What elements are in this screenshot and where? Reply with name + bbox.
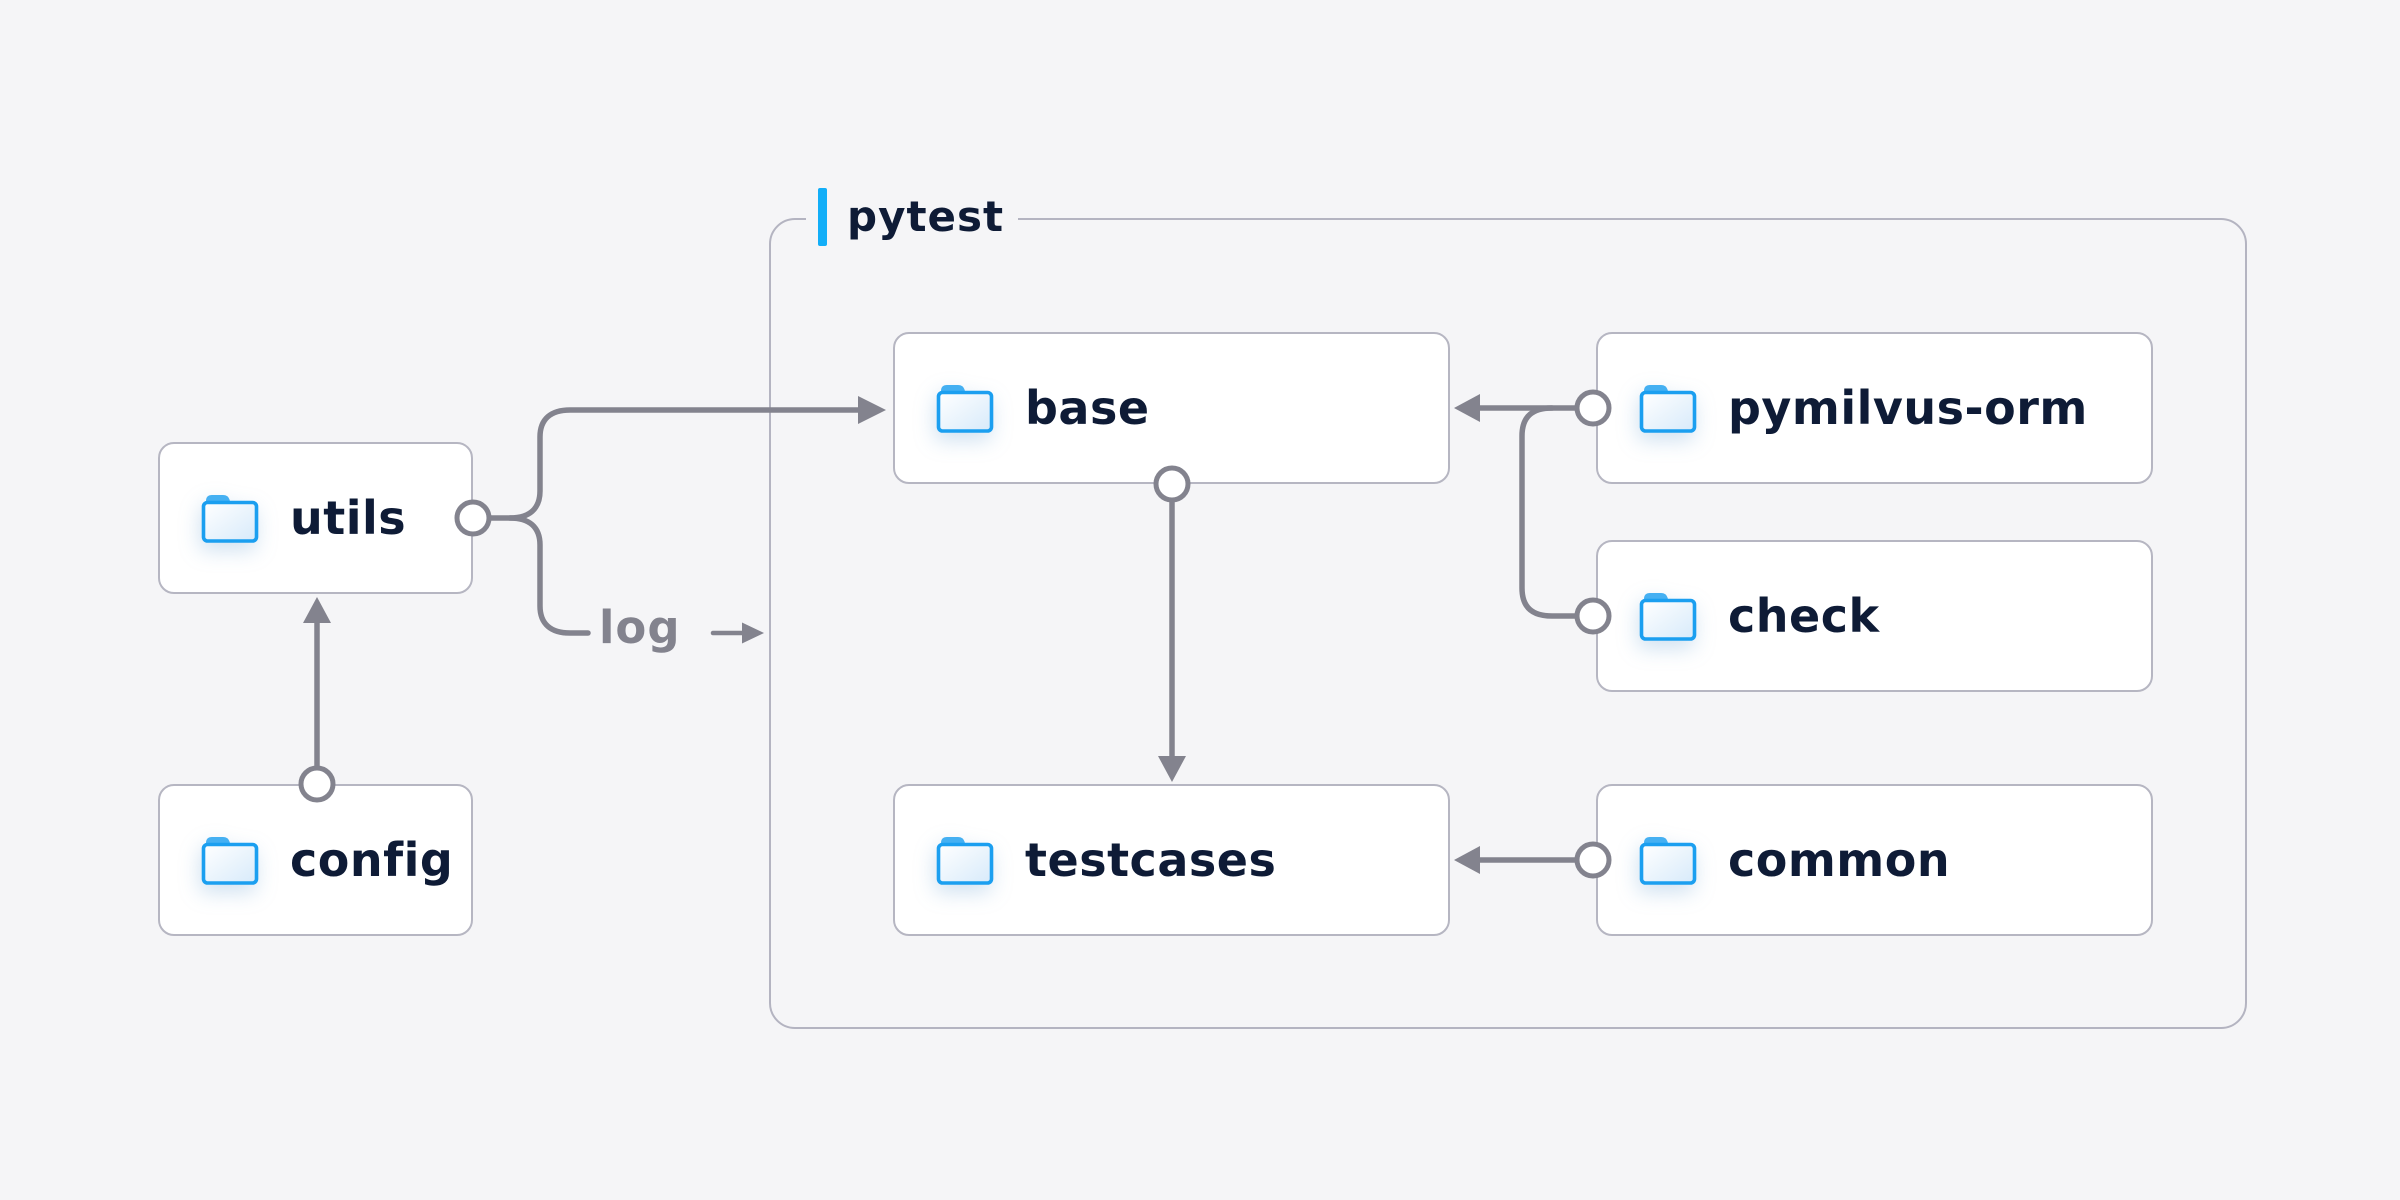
folder-icon (201, 837, 259, 885)
pytest-container-label: pytest (806, 186, 1019, 248)
folder-icon (1639, 593, 1697, 641)
edge-utils-to-log-line (507, 515, 591, 636)
node-utils: utils (158, 442, 473, 594)
node-check: check (1596, 540, 2153, 692)
folder-icon (936, 385, 994, 433)
pytest-container-label-text: pytest (847, 192, 1005, 241)
node-utils-label: utils (290, 491, 407, 545)
node-testcases-label: testcases (1025, 833, 1277, 887)
node-config: config (158, 784, 473, 936)
accent-bar (818, 188, 827, 246)
node-common-label: common (1728, 833, 1951, 887)
node-pymilvus-orm: pymilvus-orm (1596, 332, 2153, 484)
node-config-label: config (290, 833, 454, 887)
node-base: base (893, 332, 1450, 484)
folder-icon (1639, 837, 1697, 885)
edge-config-to-utils-arrowhead (303, 597, 331, 623)
node-testcases: testcases (893, 784, 1450, 936)
node-common: common (1596, 784, 2153, 936)
folder-icon (201, 495, 259, 543)
edge-label-log: log (599, 601, 681, 654)
log-arrowhead (742, 622, 764, 644)
folder-icon (936, 837, 994, 885)
pytest-container (769, 218, 2247, 1029)
node-pymilvus-orm-label: pymilvus-orm (1728, 381, 2088, 435)
node-base-label: base (1025, 381, 1150, 435)
folder-icon (1639, 385, 1697, 433)
node-check-label: check (1728, 589, 1880, 643)
